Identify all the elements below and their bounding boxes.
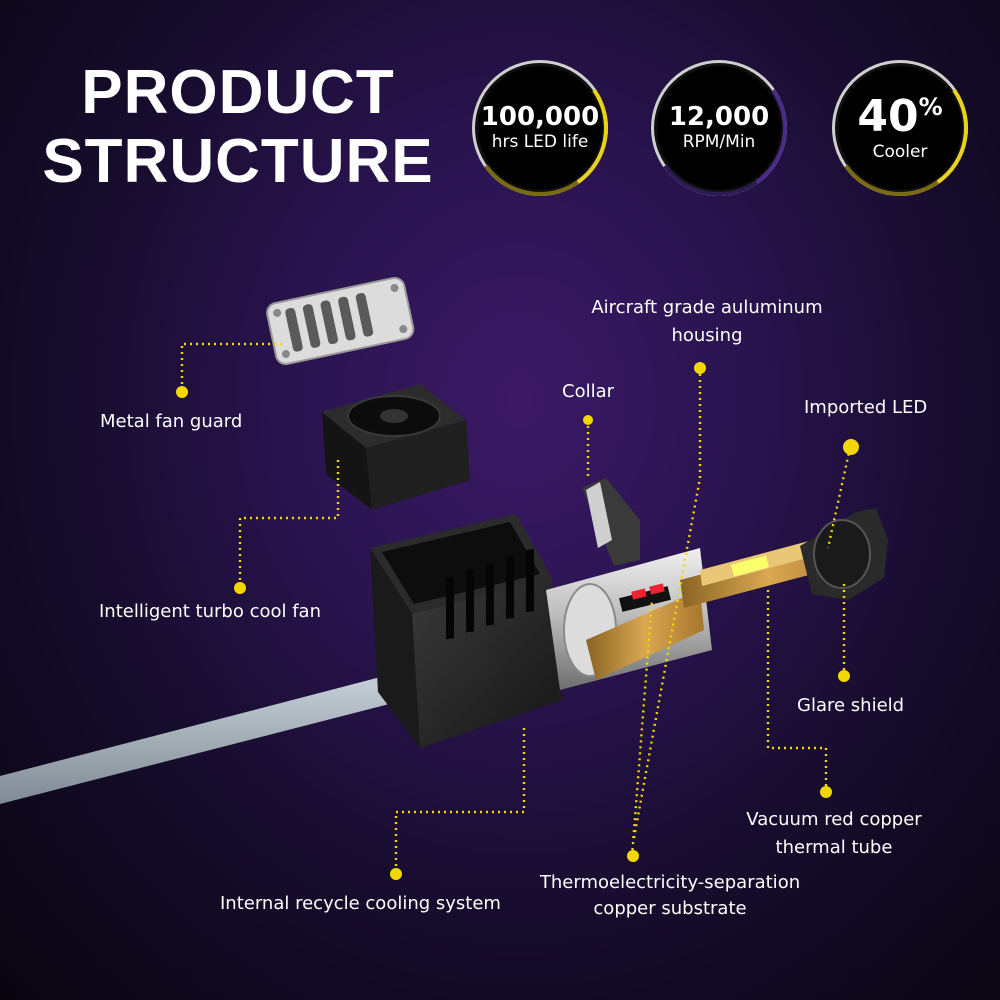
aluminum-housing [546, 548, 712, 690]
callout-dots [176, 362, 859, 880]
turbo-cool-fan [322, 384, 470, 510]
label-glare-shield: Glare shield [797, 695, 905, 716]
title-line-1: PRODUCT [81, 58, 395, 127]
led-life-badge: 100,000 hrs LED life [461, 49, 619, 207]
leader-housing [632, 368, 702, 839]
badge-suffix: % [918, 92, 943, 121]
label-copper-tube-line-1: Vacuum red copper [746, 809, 922, 830]
label-housing-line-2: housing [671, 325, 743, 346]
title-line-2: STRUCTURE [42, 127, 434, 197]
badge-unit: Cooler [872, 142, 928, 163]
cooler-badge: 40% Cooler [821, 49, 979, 207]
page-title: PRODUCT STRUCTURE [28, 58, 448, 197]
label-collar: Collar [562, 381, 615, 402]
power-cable [0, 672, 405, 804]
callout-leaders [180, 342, 852, 872]
dot-housing [694, 362, 706, 374]
rpm-badge: 12,000 RPM/Min [640, 49, 798, 207]
leader-fan [238, 460, 340, 586]
label-copper-tube: Vacuum red copper thermal tube [736, 806, 932, 862]
leader-led [826, 447, 852, 549]
label-turbo-cool-fan: Intelligent turbo cool fan [99, 601, 321, 622]
label-copper-substrate: Thermoelectricity-separation copper subs… [530, 870, 810, 922]
metal-fan-guard [266, 276, 415, 365]
cooling-heatsink-block [370, 514, 562, 748]
leader-cooling [394, 728, 526, 872]
dot-fan-guard [176, 386, 188, 398]
label-substrate-line-1: Thermoelectricity-separation [539, 872, 801, 893]
badge-value: 40% [857, 90, 943, 142]
label-imported-led: Imported LED [804, 397, 928, 418]
dot-fan [234, 582, 246, 594]
leader-fan-guard [180, 342, 282, 390]
badge-unit: hrs LED life [491, 132, 589, 153]
glare-shield [800, 508, 888, 600]
label-metal-fan-guard: Metal fan guard [100, 411, 243, 432]
dot-cooling [390, 868, 402, 880]
label-copper-tube-line-2: thermal tube [775, 837, 893, 858]
label-aluminum-housing: Aircraft grade auluminum housing [572, 294, 842, 350]
label-cooling-system: Internal recycle cooling system [220, 893, 501, 914]
collar [582, 478, 640, 566]
leader-substrate [630, 599, 654, 857]
label-substrate-line-2: copper substrate [593, 898, 747, 919]
label-housing-line-1: Aircraft grade auluminum [591, 297, 823, 318]
dot-substrate [627, 850, 639, 862]
badge-unit: RPM/Min [682, 132, 756, 153]
dot-copper-tube [820, 786, 832, 798]
badge-value: 12,000 [668, 101, 770, 132]
dot-led [843, 439, 859, 455]
leader-copper-tube [766, 590, 828, 792]
badge-value: 100,000 [480, 101, 600, 132]
dot-collar [583, 415, 593, 425]
dot-glare [838, 670, 850, 682]
